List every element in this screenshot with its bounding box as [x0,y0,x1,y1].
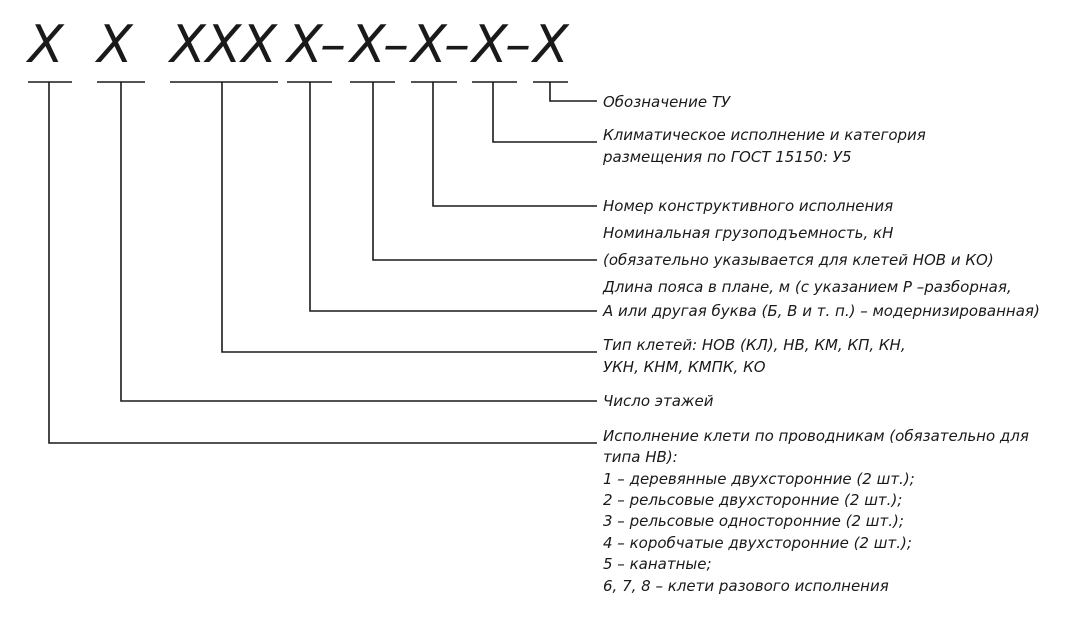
desc-floors-line-1: Число этажей [603,392,714,410]
code-separator-2: – [383,15,409,75]
desc-capacity-line-2: (обязательно указывается для клетей НОВ … [603,251,994,269]
leader-lines [48,82,597,444]
leader-capacity [372,82,597,261]
leader-climate [492,82,597,143]
desc-capacity-line-1: Номинальная грузоподъемность, кН [603,224,893,242]
desc-length-line-1: Длина пояса в плане, м (с указанием Р –р… [602,278,1012,296]
desc-length-line-2: А или другая буква (Б, В и т. п.) – моде… [602,302,1040,320]
desc-design-line-1: Номер конструктивного исполнения [603,197,893,215]
code-separator-4: – [505,15,531,75]
code-row: X X XXX X – X – X – X – X [25,15,570,75]
desc-type-line-1: Тип клетей: НОВ (КЛ), НВ, КМ, КП, КН, [603,336,906,354]
code-separator-1: – [320,15,346,75]
desc-guides-line-7: 5 – канатные; [603,555,712,573]
leader-guides [48,82,597,444]
leader-tu [549,82,597,102]
desc-climate-line-2: размещения по ГОСТ 15150: У5 [602,148,851,166]
code-position-1: X [25,15,65,75]
desc-type-line-2: УКН, КНМ, КМПК, КО [603,358,766,376]
code-position-6: X [408,15,448,75]
code-position-4: X [284,15,324,75]
descriptions: Обозначение ТУ Климатическое исполнение … [602,93,1040,595]
code-separator-3: – [444,15,470,75]
code-position-2: X [94,15,134,75]
leader-floors [120,82,597,402]
leader-type [221,82,597,353]
code-position-3: XXX [167,15,278,75]
desc-guides-line-5: 3 – рельсовые односторонние (2 шт.); [603,512,904,530]
desc-guides-line-4: 2 – рельсовые двухсторонние (2 шт.); [603,491,902,509]
desc-guides-line-1: Исполнение клети по проводникам (обязате… [603,427,1029,445]
code-position-7: X [469,15,509,75]
code-position-5: X [347,15,387,75]
leader-design [432,82,597,207]
leader-length [309,82,597,312]
desc-guides-line-3: 1 – деревянные двухсторонние (2 шт.); [603,470,915,488]
desc-guides-line-2: типа НВ): [603,448,678,466]
code-position-8: X [530,15,570,75]
desc-tu-line-1: Обозначение ТУ [603,93,731,111]
desc-guides-line-8: 6, 7, 8 – клети разового исполнения [603,577,889,595]
desc-guides-line-6: 4 – коробчатые двухсторонние (2 шт.); [603,534,912,552]
desc-climate-line-1: Климатическое исполнение и категория [603,126,926,144]
